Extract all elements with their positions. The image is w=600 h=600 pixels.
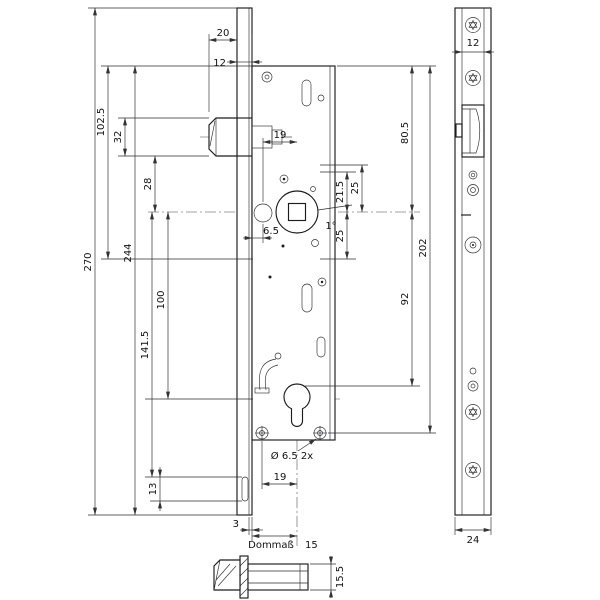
strip-outline <box>454 7 492 516</box>
dim-label-19-mid: 19 <box>274 130 287 141</box>
dim-label-12-top: 12 <box>213 58 226 69</box>
dim-label-20: 20 <box>217 28 230 39</box>
euro-cylinder-hole <box>283 383 311 427</box>
dim-label-24: 24 <box>467 535 480 546</box>
faceplate <box>236 7 253 516</box>
dim-label-13: 13 <box>148 483 159 496</box>
guide-hole <box>253 203 273 223</box>
latch-head-section <box>213 559 241 591</box>
dim-label-102-5: 102.5 <box>96 108 107 137</box>
dim-label-dommass: Dommaß <box>248 540 294 551</box>
top-dimensions: 20 12 <box>208 28 262 69</box>
lock-case <box>251 65 336 441</box>
crosshair-hole-icon <box>313 426 327 440</box>
latch-bolt <box>208 117 292 157</box>
dim-label-32: 32 <box>113 131 124 144</box>
dim-label-21-5: 21.5 <box>335 181 346 203</box>
dim-label-12-strip: 12 <box>467 38 480 49</box>
follower-hub <box>275 190 319 234</box>
bottom-view-dimension: 15.5 <box>310 556 346 598</box>
left-dimensions: 270 244 102.5 32 28 100 141.5 13 <box>83 7 171 516</box>
strip-latch-cutout <box>455 104 485 158</box>
latch-bottom-view: 15.5 <box>213 555 346 599</box>
main-lock-view <box>148 7 420 548</box>
torx-screw-icon <box>465 462 481 478</box>
torx-screw-icon <box>465 17 481 33</box>
latch-body-section <box>247 563 309 591</box>
dim-label-6-5: 6.5 <box>263 226 279 237</box>
dim-label-3: 3 <box>233 519 239 530</box>
strip-dimensions: 12 24 <box>452 38 494 546</box>
faceplate-bottom-slot <box>241 476 249 502</box>
dim-label-202: 202 <box>418 238 429 257</box>
right-dimensions: 80.5 202 92 <box>400 65 433 434</box>
dim-label-80-5: 80.5 <box>400 122 411 144</box>
dim-label-141-5: 141.5 <box>140 331 151 360</box>
dim-label-270: 270 <box>83 252 94 271</box>
dim-label-dia-6-5: Ø 6.5 2x <box>271 450 313 462</box>
dim-label-15-5: 15.5 <box>335 566 346 588</box>
faceplate-strip-view: 12 24 <box>452 7 494 546</box>
dim-label-19-bottom: 19 <box>274 472 287 483</box>
torx-screw-icon <box>465 404 481 420</box>
crosshair-hole-icon <box>255 426 269 440</box>
dim-label-28: 28 <box>143 178 154 191</box>
torx-screw-icon <box>465 70 481 86</box>
spring-lever <box>259 358 277 391</box>
dim-label-15: 15 <box>305 540 318 551</box>
dim-label-1deg: 1° <box>325 221 336 232</box>
dim-label-244: 244 <box>123 243 134 262</box>
middle-dimensions: 19 6.5 1° 25 21.5 25 <box>243 130 365 260</box>
dim-label-100: 100 <box>156 290 167 309</box>
bottom-dimensions: Ø 6.5 2x 19 3 Dommaß 15 <box>233 438 318 551</box>
dim-label-92: 92 <box>400 293 411 306</box>
dim-label-25-upper: 25 <box>350 182 361 195</box>
case-details <box>253 71 353 440</box>
follower-square <box>287 202 307 222</box>
dim-label-25-lower: 25 <box>335 230 346 243</box>
